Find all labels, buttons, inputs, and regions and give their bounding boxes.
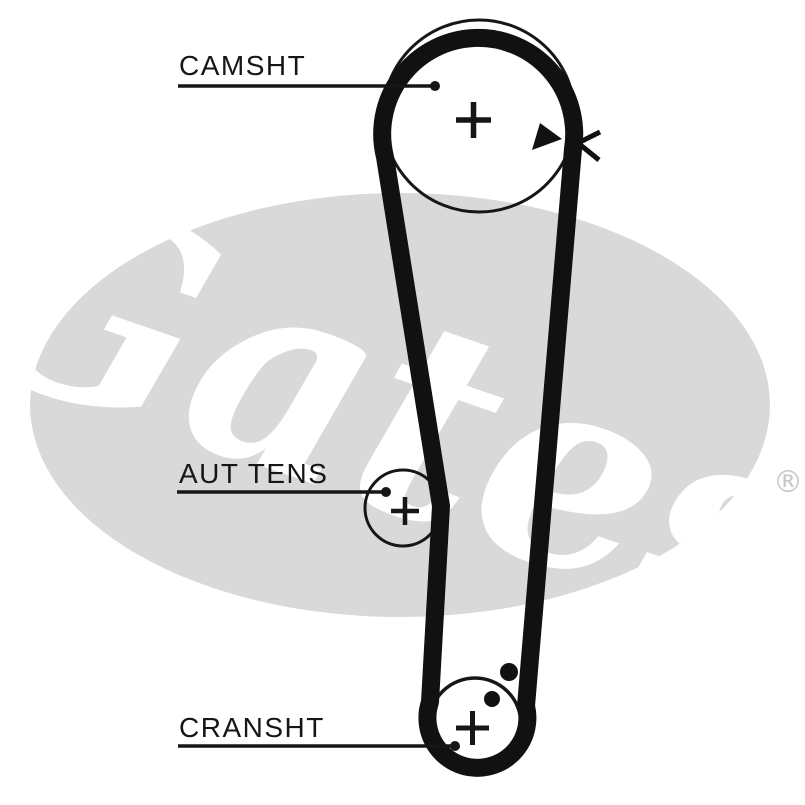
timing-mark-dots [484, 663, 518, 707]
pulley-center-marks [391, 102, 491, 745]
crankshaft-leader [178, 741, 460, 751]
crankshaft-label: CRANSHT [179, 712, 325, 743]
timing-belt-path [373, 29, 584, 777]
timing-dot-inner-icon [484, 691, 500, 707]
tensioner-leader [177, 487, 391, 497]
tensioner-leader-dot [381, 487, 391, 497]
camshaft-leader-dot [430, 81, 440, 91]
crankshaft-leader-dot [450, 741, 460, 751]
tension-check-chevron-icon [573, 129, 602, 162]
gates-watermark: Gates ® [30, 193, 803, 617]
component-labels: CAMSHT AUT TENS CRANSHT [179, 50, 328, 743]
camshaft-crosshair-plus-icon [456, 102, 491, 138]
camshaft-label: CAMSHT [179, 50, 306, 81]
tensioner-crosshair-plus-icon [391, 497, 419, 525]
camshaft-leader [178, 81, 440, 91]
leader-lines [177, 81, 460, 751]
crankshaft-crosshair-plus-icon [456, 711, 489, 745]
belt-direction-arrow-icon [532, 123, 562, 150]
camshaft-pulley-circle [381, 18, 577, 214]
watermark-oval [30, 193, 770, 617]
timing-dot-outer-icon [500, 663, 518, 681]
registered-trademark-icon: ® [773, 465, 803, 500]
auto-tensioner-label: AUT TENS [179, 458, 328, 489]
